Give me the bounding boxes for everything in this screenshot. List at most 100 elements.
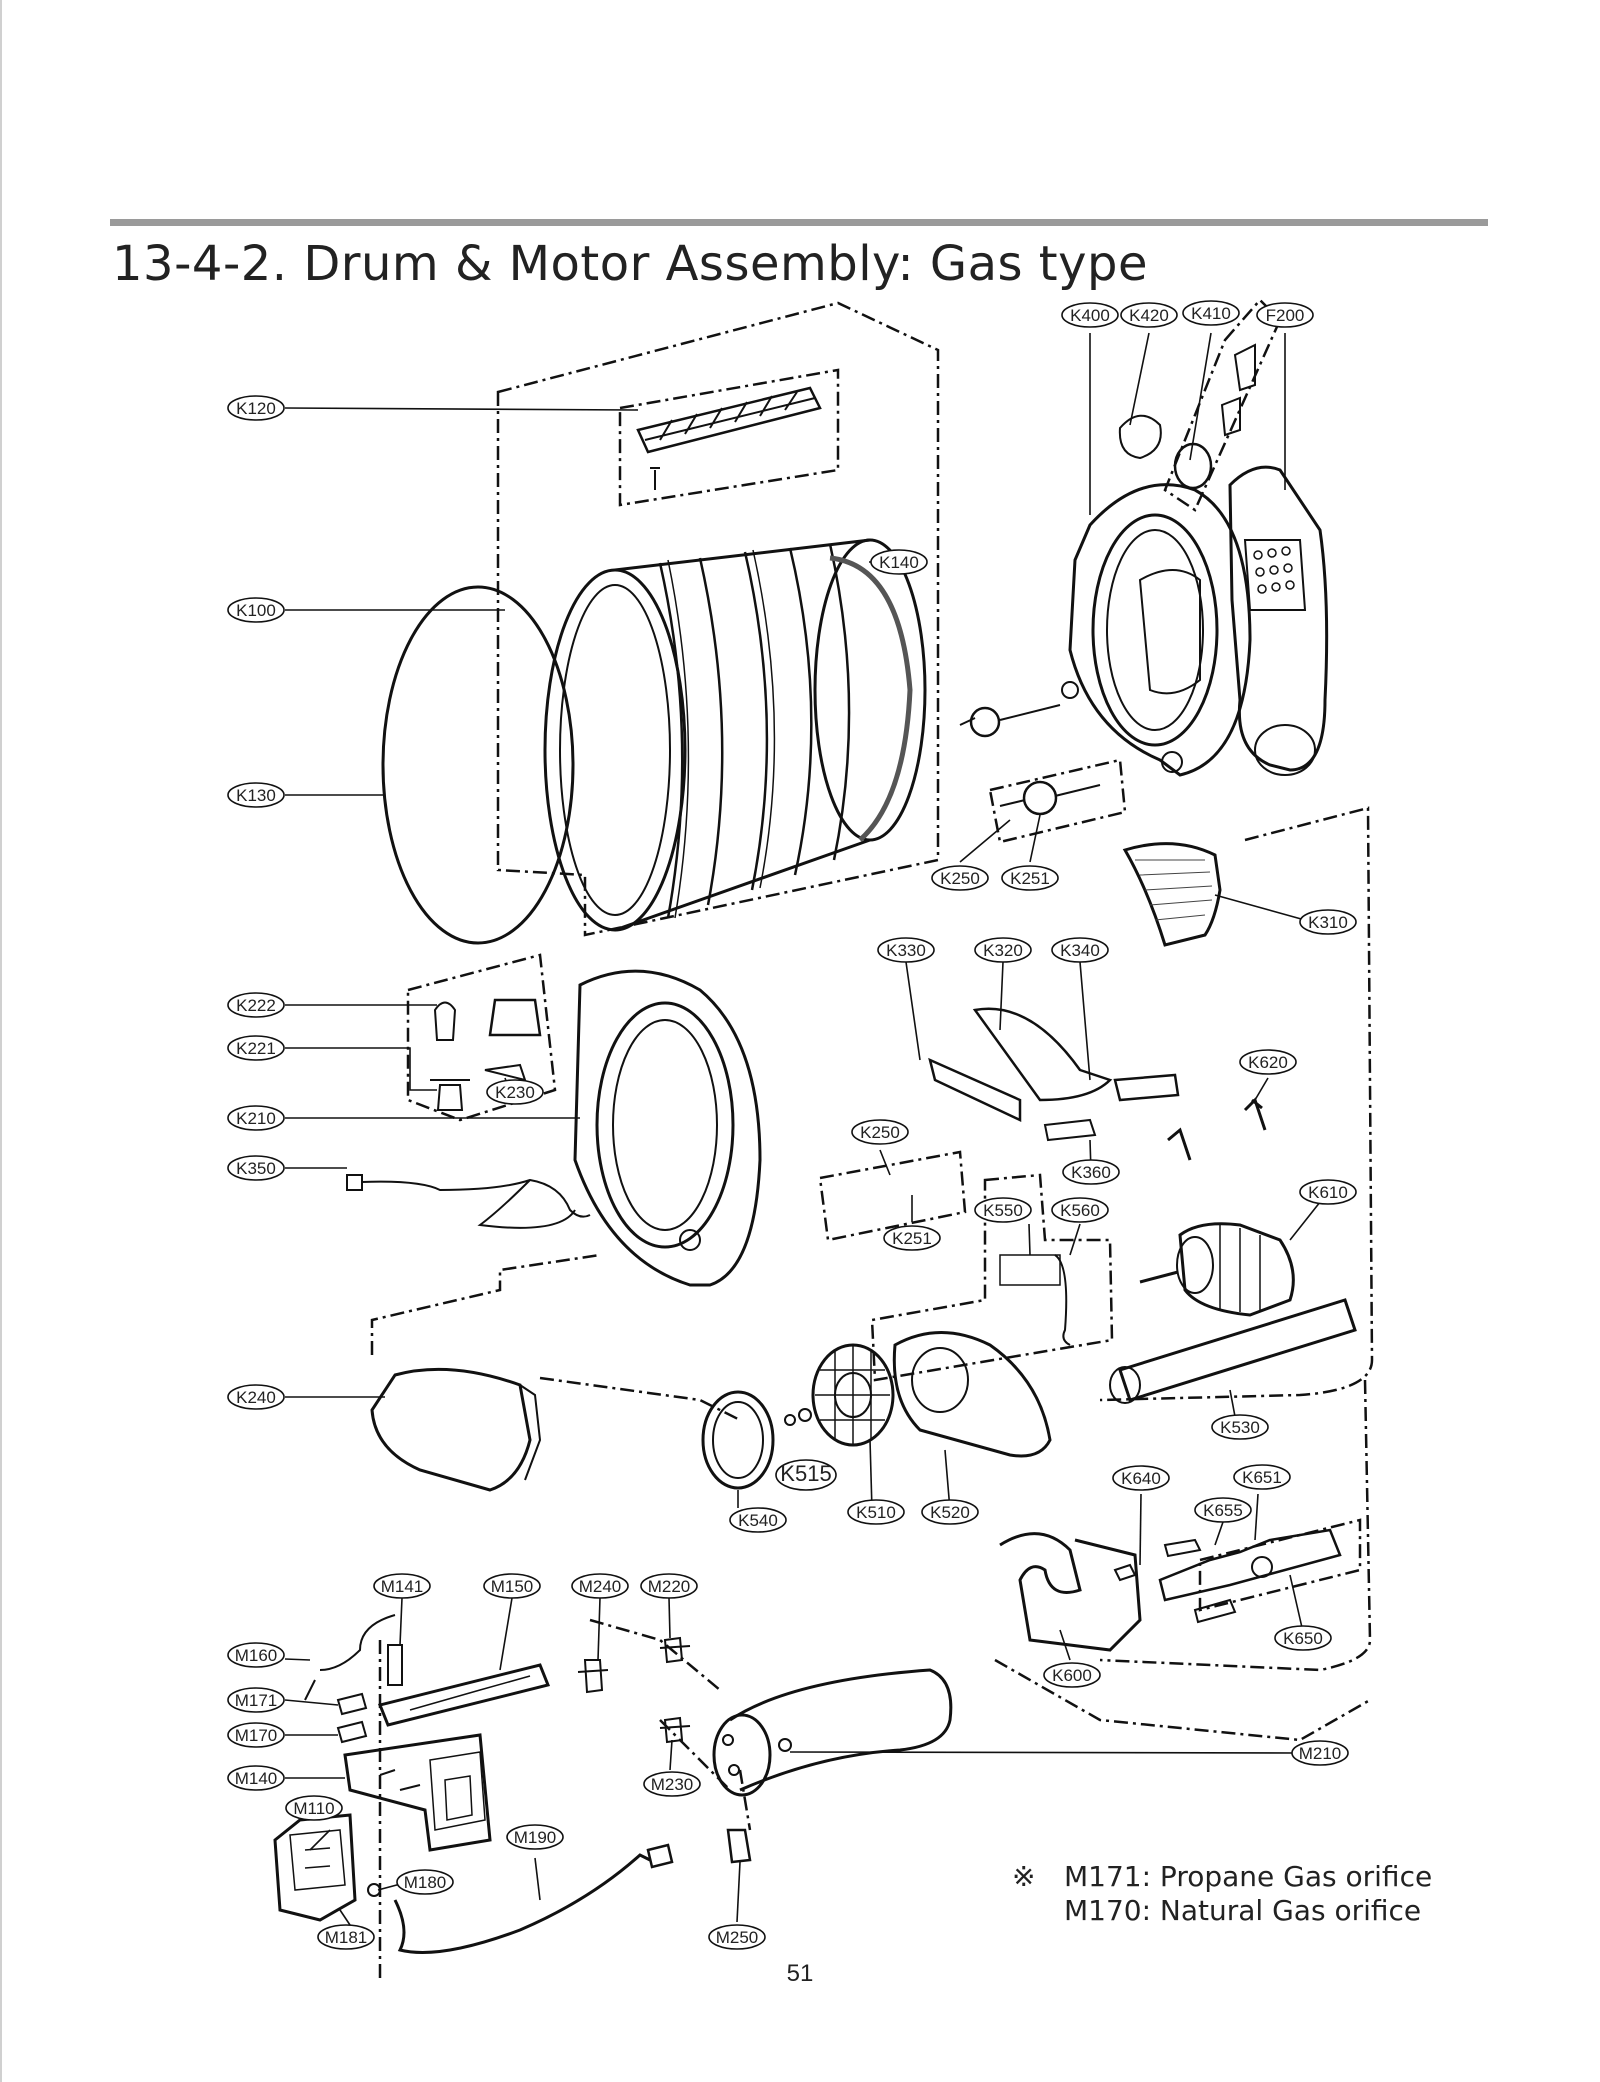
route-left	[370, 1253, 601, 1355]
callout-bubble	[877, 937, 935, 963]
part-callout-k310: K310	[1299, 909, 1357, 935]
callout-text: M181	[325, 1928, 368, 1947]
part-callout-k410: K410	[1182, 300, 1240, 326]
callout-bubble	[1233, 1464, 1291, 1490]
orifice-note: ※ M171: Propane Gas orifice M170: Natural…	[1012, 1860, 1432, 1928]
part-callout-m160: M160	[227, 1642, 285, 1668]
callout-text: K400	[1070, 306, 1110, 325]
part-callout-k222: K222	[227, 992, 285, 1018]
part-callout-k520: K520	[921, 1499, 979, 1525]
callout-bubble	[227, 1155, 285, 1181]
callout-text: M110	[293, 1799, 334, 1818]
part-callout-m150: M150	[483, 1573, 541, 1599]
callout-text: K251	[892, 1229, 932, 1248]
callout-text: K120	[236, 399, 276, 418]
callout-bubble	[1256, 302, 1314, 328]
callout-text: M210	[1299, 1744, 1342, 1763]
callout-bubble	[1062, 1159, 1120, 1185]
callout-bubble	[483, 1573, 541, 1599]
sensor-k410	[1173, 343, 1256, 490]
callout-text: K520	[930, 1503, 970, 1522]
part-callout-k640: K640	[1112, 1465, 1170, 1491]
callout-text: M230	[651, 1775, 694, 1794]
part-callout-m170: M170	[227, 1722, 285, 1748]
callout-text: K222	[236, 996, 276, 1015]
callout-bubble	[227, 395, 285, 421]
callout-text: K510	[856, 1503, 896, 1522]
callout-text: K610	[1308, 1183, 1348, 1202]
callout-text: K240	[236, 1388, 276, 1407]
callout-bubble	[571, 1573, 629, 1599]
callout-bubble	[921, 1499, 979, 1525]
callout-bubble	[227, 1765, 285, 1791]
callout-text: K600	[1052, 1666, 1092, 1685]
callout-text: K530	[1220, 1418, 1260, 1437]
part-callout-k610: K610	[1299, 1179, 1357, 1205]
callout-bubble	[227, 1105, 285, 1131]
lamp-parts	[430, 998, 542, 1111]
callout-text: K251	[1010, 869, 1050, 888]
callout-text: K420	[1129, 306, 1169, 325]
part-callout-m210: M210	[1291, 1740, 1349, 1766]
callout-text: M171	[235, 1691, 278, 1710]
callout-bubble	[1043, 1662, 1101, 1688]
part-callout-k251a: K251	[1001, 865, 1059, 891]
callout-text: M141	[381, 1577, 424, 1596]
part-callout-k560: K560	[1051, 1197, 1109, 1223]
callout-text: K221	[236, 1039, 276, 1058]
part-callout-k540: K540	[729, 1507, 787, 1533]
callout-text: K350	[236, 1159, 276, 1178]
callout-bubble	[317, 1924, 375, 1950]
part-callout-m141: M141	[373, 1573, 431, 1599]
callout-text: K210	[236, 1109, 276, 1128]
callout-bubble	[1211, 1414, 1269, 1440]
gasket-k540	[701, 1390, 775, 1490]
seal-ring-k130	[381, 585, 575, 945]
clip-k420	[1118, 414, 1162, 460]
gas-valve-assembly	[273, 1813, 674, 1954]
callout-bubble	[227, 1035, 285, 1061]
harness-k350	[346, 1174, 591, 1229]
callout-bubble	[1299, 1179, 1357, 1205]
callout-text: K140	[879, 553, 919, 572]
part-callout-k221: K221	[227, 1035, 285, 1061]
note-row-propane: ※ M171: Propane Gas orifice	[1012, 1860, 1432, 1894]
note-row-natural: M170: Natural Gas orifice	[1012, 1894, 1432, 1928]
route-m210	[994, 1658, 1371, 1742]
callout-bubble	[640, 1573, 698, 1599]
callout-text: K250	[940, 869, 980, 888]
callout-text: K330	[886, 941, 926, 960]
part-callout-k120: K120	[227, 395, 285, 421]
callout-bubble	[974, 937, 1032, 963]
callout-bubble	[974, 1197, 1032, 1223]
callout-bubble	[285, 1795, 343, 1821]
callout-text: M240	[579, 1577, 622, 1596]
callout-bubble	[1274, 1625, 1332, 1651]
callout-text: K100	[236, 601, 276, 620]
callout-bubble	[373, 1573, 431, 1599]
part-callout-k350: K350	[227, 1155, 285, 1181]
reference-mark: ※	[1012, 1860, 1036, 1893]
callout-text: K230	[495, 1083, 535, 1102]
part-callout-k240: K240	[227, 1384, 285, 1410]
callout-text: M150	[491, 1577, 534, 1596]
callout-text: K515	[780, 1461, 831, 1486]
part-callout-k420: K420	[1120, 302, 1178, 328]
lamp-group-outline	[406, 953, 557, 1122]
callout-bubble	[396, 1869, 454, 1895]
part-callout-m110: M110	[285, 1795, 343, 1821]
part-callout-f200: F200	[1256, 302, 1314, 328]
page-edge	[0, 0, 2, 2082]
part-callout-k130: K130	[227, 782, 285, 808]
callout-text: M140	[235, 1769, 278, 1788]
part-callout-k330: K330	[877, 937, 935, 963]
note-text: M171: Propane Gas orifice	[1064, 1860, 1433, 1893]
note-text: M170: Natural Gas orifice	[1064, 1894, 1422, 1927]
burner-tube-m210	[712, 1668, 953, 1797]
callout-bubble	[1112, 1465, 1170, 1491]
part-callout-k251b: K251	[883, 1225, 941, 1251]
part-callout-k651: K651	[1233, 1464, 1291, 1490]
drum-group-outline	[496, 301, 940, 937]
